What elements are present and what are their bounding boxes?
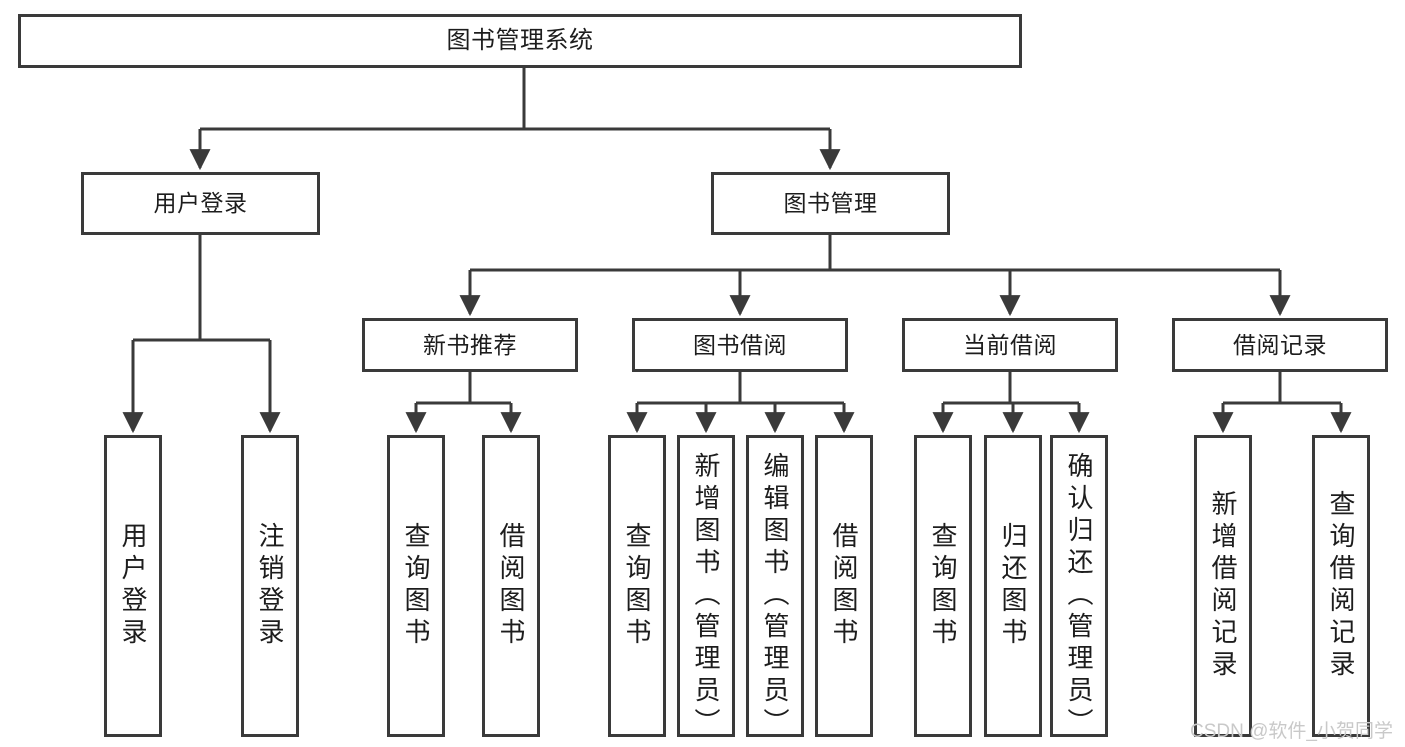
leaf-return-book[interactable]: 归还图书 — [984, 435, 1042, 737]
node-user-login[interactable]: 用户登录 — [81, 172, 320, 235]
node-label: 借阅图书 — [496, 522, 527, 650]
node-label: 图书管理系统 — [446, 27, 594, 54]
leaf-add-borrow-record[interactable]: 新增借阅记录 — [1194, 435, 1252, 737]
node-label: 用户登录 — [153, 190, 248, 216]
leaf-query-book-current[interactable]: 查询图书 — [914, 435, 972, 737]
node-label: 图书管理 — [783, 190, 878, 216]
leaf-confirm-return[interactable]: 确认归还（管理员） — [1050, 435, 1108, 740]
node-root-book-management-system[interactable]: 图书管理系统 — [18, 14, 1022, 68]
node-book-manage[interactable]: 图书管理 — [711, 172, 950, 235]
node-label: 用户登录 — [118, 522, 149, 650]
node-label: 借阅图书 — [829, 522, 860, 650]
csdn-watermark: CSDN @软件_小贺同学 — [1190, 721, 1393, 742]
node-label: 新增图书（管理员） — [691, 452, 722, 740]
leaf-query-book-borrow[interactable]: 查询图书 — [608, 435, 666, 737]
leaf-edit-book[interactable]: 编辑图书（管理员） — [746, 435, 804, 740]
leaf-add-book[interactable]: 新增图书（管理员） — [677, 435, 735, 740]
leaf-query-borrow-record[interactable]: 查询借阅记录 — [1312, 435, 1370, 737]
node-label: 新书推荐 — [423, 331, 517, 358]
node-label: 查询图书 — [928, 522, 959, 650]
node-borrow-record[interactable]: 借阅记录 — [1172, 318, 1388, 372]
node-label: 归还图书 — [998, 522, 1029, 650]
node-label: 编辑图书（管理员） — [760, 452, 791, 740]
leaf-user-login[interactable]: 用户登录 — [104, 435, 162, 737]
node-book-borrow[interactable]: 图书借阅 — [632, 318, 848, 372]
node-label: 当前借阅 — [963, 331, 1057, 358]
node-label: 借阅记录 — [1233, 331, 1327, 358]
node-new-book-recommend[interactable]: 新书推荐 — [362, 318, 578, 372]
node-current-borrow[interactable]: 当前借阅 — [902, 318, 1118, 372]
node-label: 新增借阅记录 — [1208, 490, 1239, 682]
leaf-borrow-book-recommend[interactable]: 借阅图书 — [482, 435, 540, 737]
node-label: 查询借阅记录 — [1326, 490, 1357, 682]
node-label: 图书借阅 — [693, 331, 787, 358]
node-label: 查询图书 — [622, 522, 653, 650]
node-label: 注销登录 — [255, 522, 286, 650]
leaf-query-book-recommend[interactable]: 查询图书 — [387, 435, 445, 737]
leaf-user-logout[interactable]: 注销登录 — [241, 435, 299, 737]
node-label: 确认归还（管理员） — [1064, 452, 1095, 740]
node-label: 查询图书 — [401, 522, 432, 650]
leaf-borrow-book[interactable]: 借阅图书 — [815, 435, 873, 737]
